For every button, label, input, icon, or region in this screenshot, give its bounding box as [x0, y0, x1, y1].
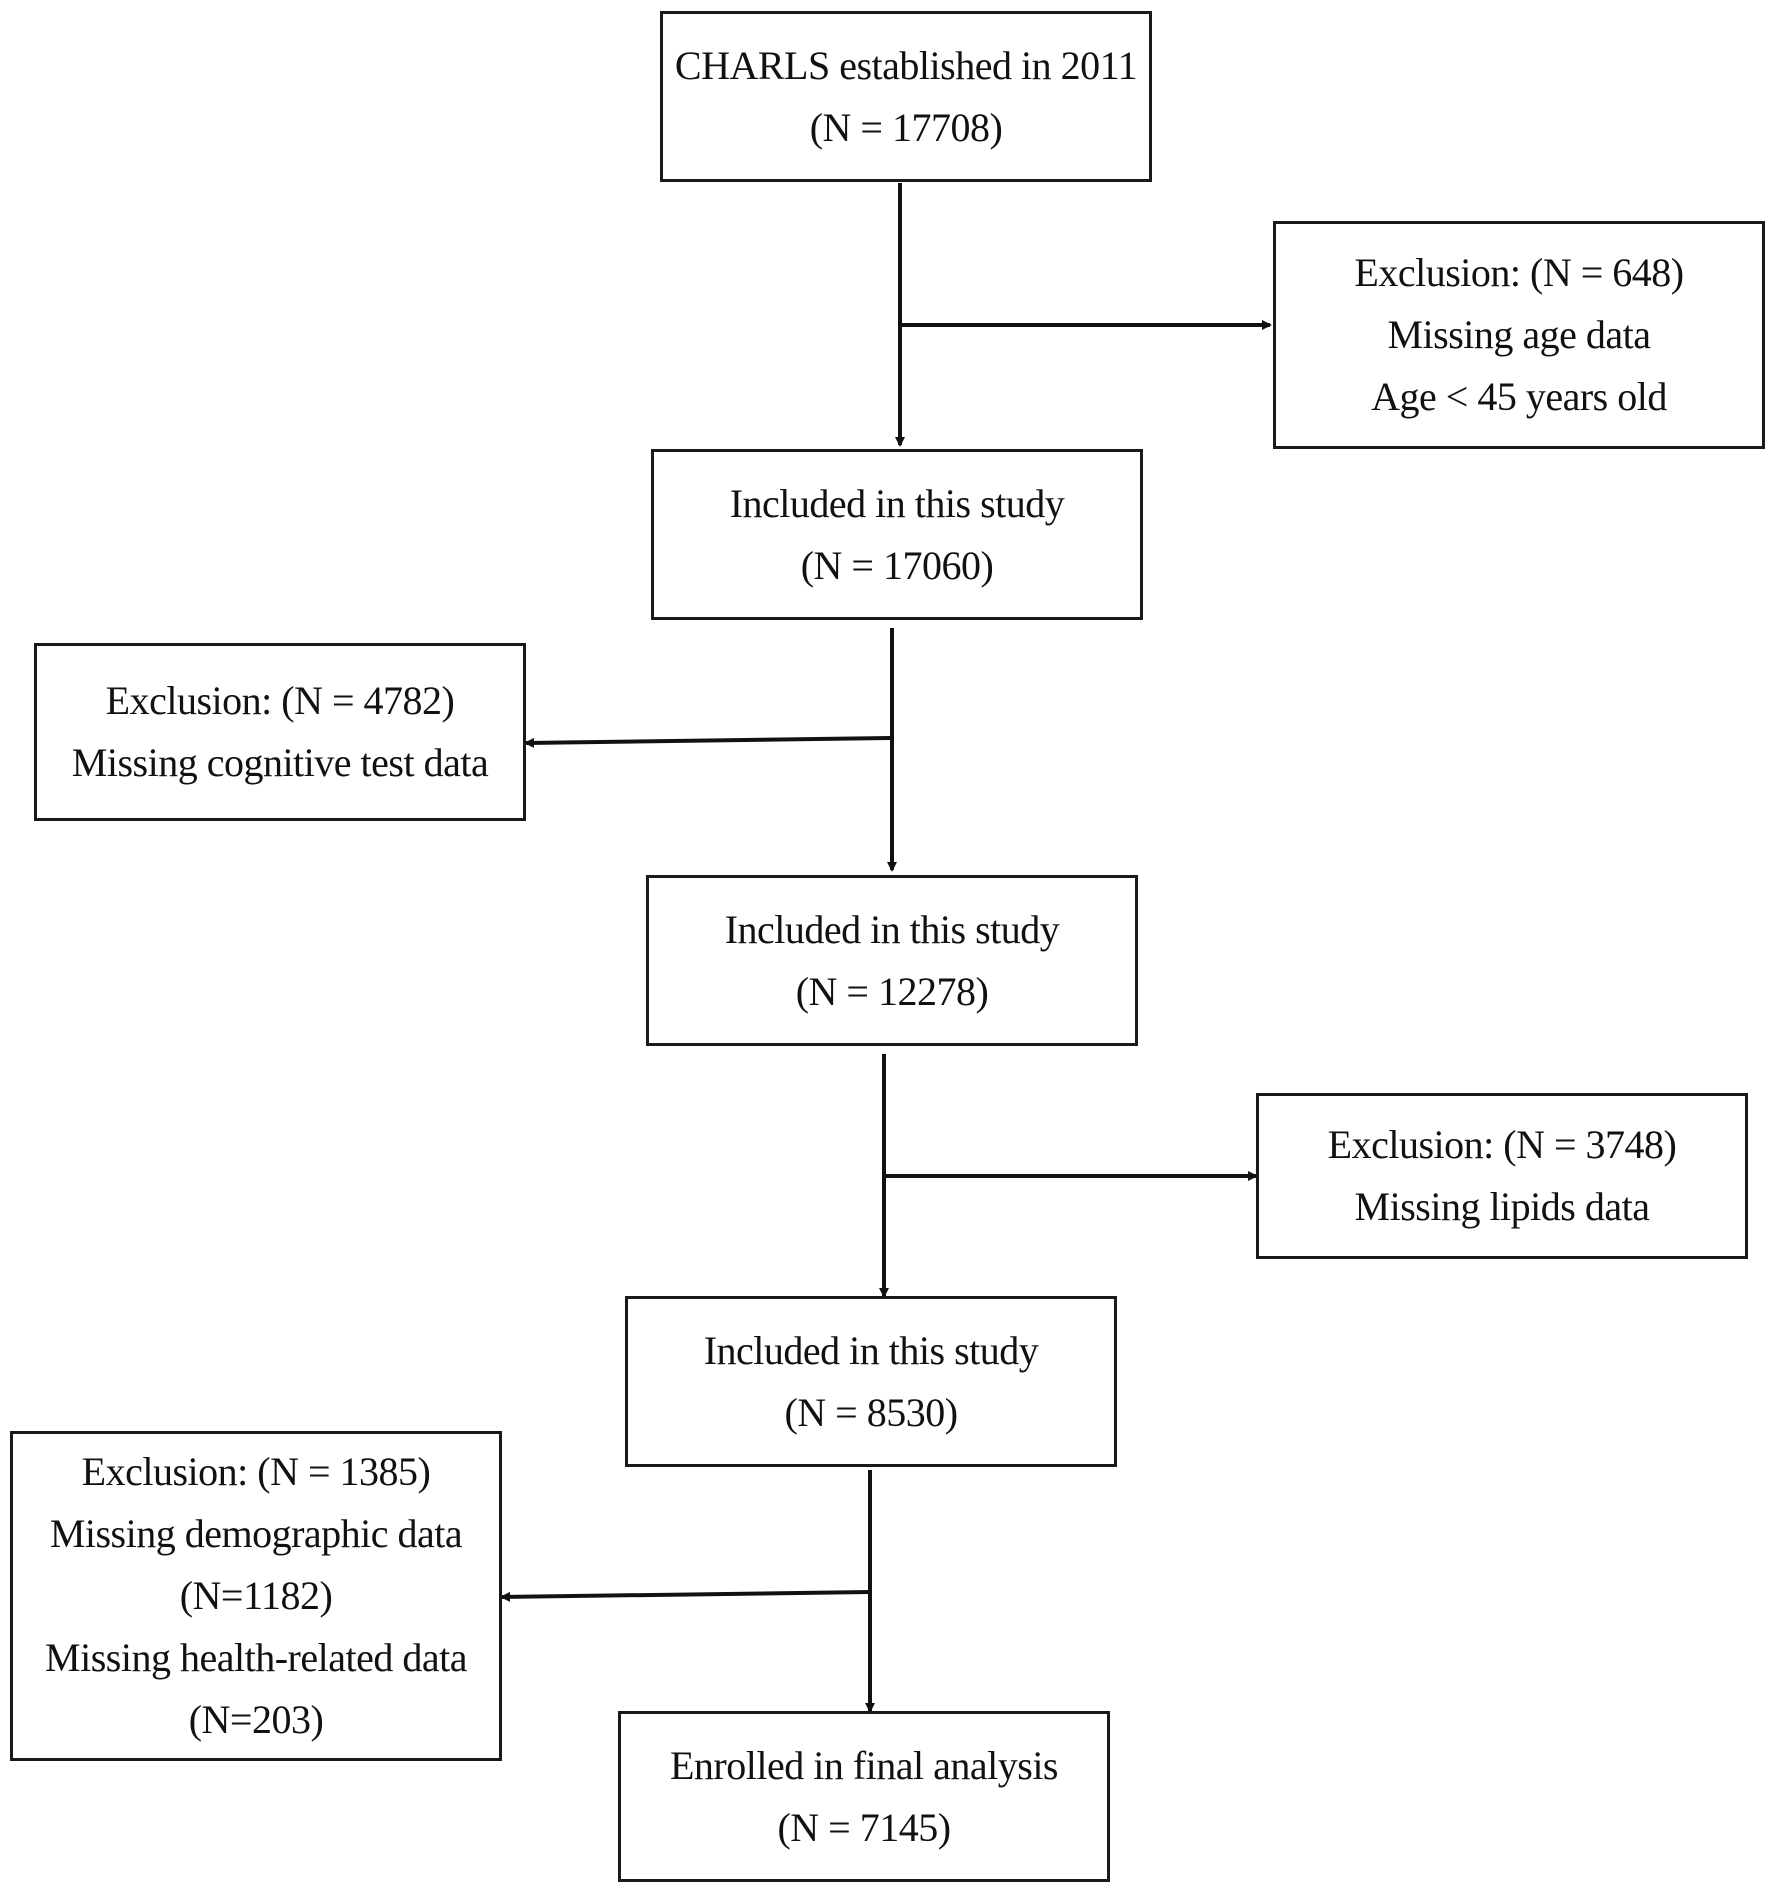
- final-analysis-box: Enrolled in final analysis (N = 7145): [618, 1711, 1110, 1882]
- exclusion-lipids-count: Exclusion: (N = 3748): [1327, 1122, 1677, 1167]
- start-title: CHARLS established in 2011: [674, 42, 1138, 88]
- included-box-3: Included in this study (N = 8530): [625, 1296, 1117, 1467]
- included-1-title: Included in this study: [729, 480, 1065, 526]
- exclusion-age-reason-1: Missing age data: [1387, 312, 1651, 357]
- exclusion-box-cognitive: Exclusion: (N = 4782) Missing cognitive …: [34, 643, 526, 821]
- included-3-title: Included in this study: [703, 1327, 1039, 1373]
- included-box-1: Included in this study (N = 17060): [651, 449, 1143, 620]
- included-2-count: (N = 12278): [795, 968, 989, 1014]
- arrow-to-exclusion-4: [500, 1590, 871, 1602]
- included-3-count: (N = 8530): [784, 1389, 958, 1435]
- exclusion-cognitive-count: Exclusion: (N = 4782): [105, 678, 455, 723]
- exclusion-age-count: Exclusion: (N = 648): [1354, 250, 1684, 295]
- final-title: Enrolled in final analysis: [669, 1742, 1059, 1788]
- arrow-to-exclusion-2: [524, 736, 893, 748]
- included-1-count: (N = 17060): [800, 542, 994, 588]
- exclusion-cognitive-reason: Missing cognitive test data: [71, 740, 489, 785]
- exclusion-health-reason: Missing health-related data: [45, 1635, 467, 1680]
- included-box-2: Included in this study (N = 12278): [646, 875, 1138, 1046]
- exclusion-health-count: (N=203): [188, 1697, 324, 1742]
- exclusion-demographic-reason: Missing demographic data: [49, 1511, 463, 1556]
- exclusion-box-demographic-health: Exclusion: (N = 1385) Missing demographi…: [10, 1431, 502, 1761]
- exclusion-age-reason-2: Age < 45 years old: [1371, 374, 1667, 419]
- final-count: (N = 7145): [777, 1804, 951, 1850]
- exclusion-demographic-health-count: Exclusion: (N = 1385): [81, 1449, 431, 1494]
- included-2-title: Included in this study: [724, 906, 1060, 952]
- exclusion-demographic-count: (N=1182): [179, 1573, 333, 1618]
- start-count: (N = 17708): [809, 104, 1003, 150]
- start-box: CHARLS established in 2011 (N = 17708): [660, 11, 1152, 182]
- exclusion-box-lipids: Exclusion: (N = 3748) Missing lipids dat…: [1256, 1093, 1748, 1259]
- exclusion-box-age: Exclusion: (N = 648) Missing age data Ag…: [1273, 221, 1765, 449]
- exclusion-lipids-reason: Missing lipids data: [1354, 1184, 1650, 1229]
